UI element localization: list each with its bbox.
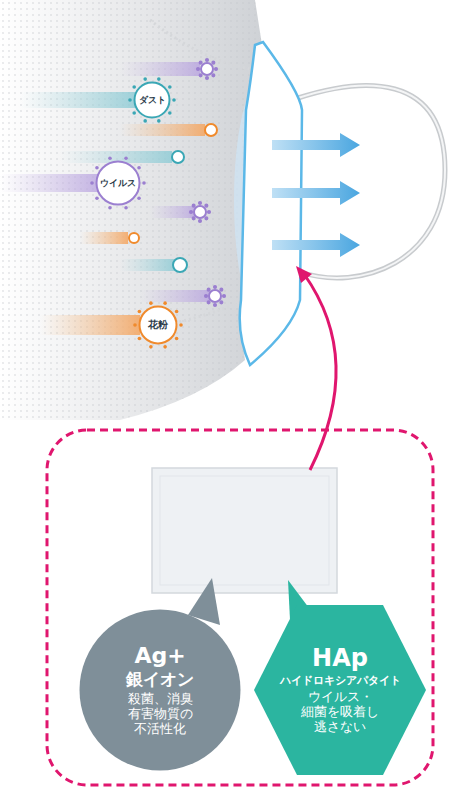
particle-spike	[108, 206, 112, 210]
shape-outline	[140, 307, 177, 344]
virus-spike	[206, 59, 209, 62]
particle-spike	[142, 181, 146, 185]
particle-spike	[138, 337, 142, 341]
virus-spike	[197, 68, 200, 71]
particle-spike	[124, 206, 128, 210]
particle-spike	[149, 345, 153, 349]
virus-spike	[199, 202, 202, 205]
particle-spike	[163, 345, 167, 349]
virus-spike	[220, 288, 223, 291]
particle-spike	[168, 85, 172, 89]
virus-spike	[199, 74, 202, 77]
callout-text: ウイルス	[100, 178, 136, 188]
particle-spike	[90, 181, 94, 185]
virus-spike	[214, 286, 217, 289]
silver-ion-callout: Ag+銀イオン殺菌、消臭 有害物質の 不活性化	[78, 608, 242, 772]
particle-spike	[132, 111, 136, 115]
virus-spike	[206, 77, 209, 80]
particle-spike	[157, 77, 161, 81]
particle-spike	[175, 337, 179, 341]
particle-spike	[138, 310, 142, 314]
circle-shape	[78, 608, 242, 772]
virus-spike	[199, 220, 202, 223]
particle-spike	[137, 196, 141, 200]
virus-spike	[205, 295, 208, 298]
pollen-particle: 花粉	[138, 305, 178, 345]
virus-spike	[208, 211, 211, 214]
shape-outline	[97, 162, 140, 205]
particle-spike	[143, 119, 147, 123]
particle-spike	[168, 111, 172, 115]
callout-text: ハイドロキシアパタイト	[280, 675, 401, 688]
callout-heading: Ag+	[134, 643, 185, 668]
dust-particle: ダスト	[133, 81, 171, 119]
virus-spike	[199, 61, 202, 64]
virus-spike	[212, 74, 215, 77]
shape-outline	[135, 83, 170, 118]
virus-spike	[192, 204, 195, 207]
virus-particle: ウイルス	[95, 160, 141, 206]
particle-spike	[137, 166, 141, 170]
particle-spike	[175, 310, 179, 314]
virus-spike	[223, 295, 226, 298]
particle-spike	[157, 119, 161, 123]
virus-spike	[212, 61, 215, 64]
particle-spike	[143, 77, 147, 81]
particle-spike	[132, 85, 136, 89]
virus-spike	[207, 301, 210, 304]
virus-spike	[205, 217, 208, 220]
callout-text: ウイルス・ 細菌を吸着し 逃さない	[290, 690, 390, 735]
virus-spike	[192, 217, 195, 220]
virus-spike	[215, 68, 218, 71]
particle-spike	[172, 98, 176, 102]
particle-spike	[95, 166, 99, 170]
callout-text: 殺菌、消臭 有害物質の 不活性化	[110, 692, 210, 737]
hydroxyapatite-callout: HAp ハイドロキシアパタイトウイルス・ 細菌を吸着し 逃さない	[254, 605, 426, 775]
virus-spike	[220, 301, 223, 304]
virus-spike	[214, 304, 217, 307]
particle-spike	[124, 156, 128, 160]
virus-spike	[207, 288, 210, 291]
particle-spike	[163, 301, 167, 305]
particle-spike	[128, 98, 132, 102]
particle-spike	[179, 323, 183, 327]
virus-spike	[190, 211, 193, 214]
callout-text: ダスト	[139, 95, 166, 105]
particle-spike	[108, 156, 112, 160]
particle-spike	[149, 301, 153, 305]
particle-spike	[133, 323, 137, 327]
particle-spike	[95, 196, 99, 200]
shape-outline	[80, 610, 241, 771]
shape-outline	[254, 605, 426, 775]
virus-spike	[205, 204, 208, 207]
callout-text: 花粉	[148, 319, 168, 331]
callout-heading: HAp	[312, 645, 368, 673]
callout-text: 銀イオン	[126, 670, 194, 690]
